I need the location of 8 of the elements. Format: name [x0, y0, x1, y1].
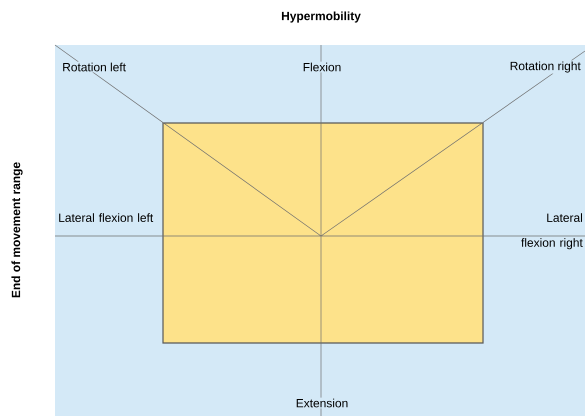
axis-title: End of movement range — [11, 162, 23, 298]
range-rectangle — [162, 122, 484, 344]
axis-title: Hypermobility — [282, 11, 361, 23]
direction-label: Rotation left — [61, 62, 127, 72]
direction-label: Extension — [294, 398, 350, 408]
direction-label: Flexion — [302, 62, 342, 72]
direction-label: Lateral flexion right — [521, 213, 583, 250]
direction-label: Rotation right — [508, 60, 582, 74]
